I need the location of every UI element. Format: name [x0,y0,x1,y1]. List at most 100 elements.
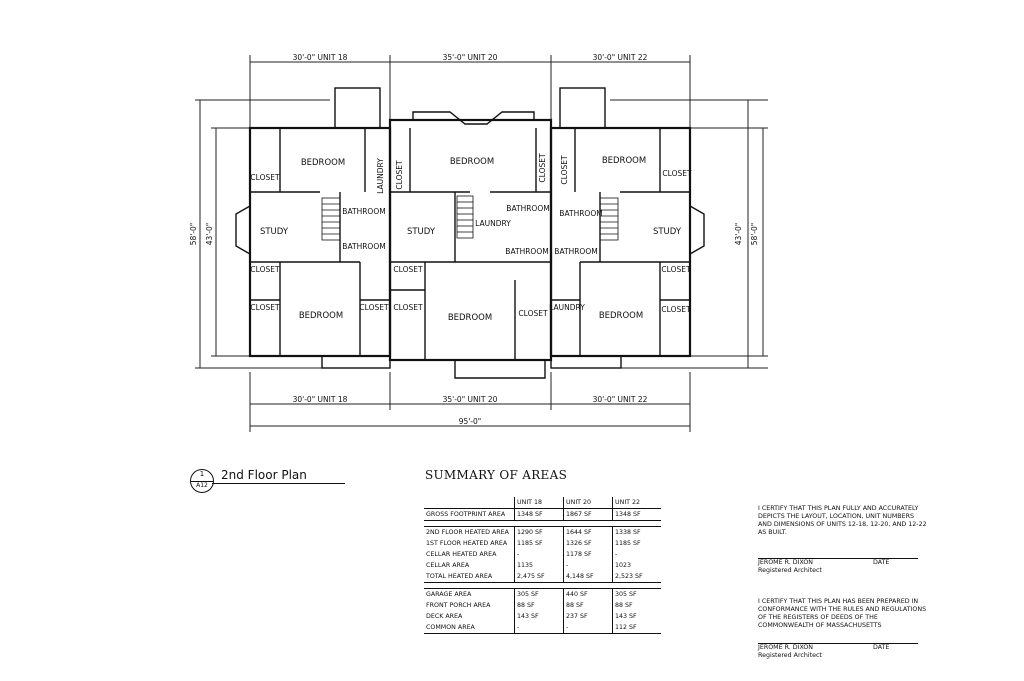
room-label-laundry: LAUNDRY [376,158,385,194]
summary-cell: 305 SF [514,588,564,600]
summary-cell: 1326 SF [563,538,613,549]
architect-name: JEROME R. DIXON [758,644,814,651]
summary-row: CELLAR HEATED AREA-1178 SF- [424,549,661,560]
room-label-laundry: LAUNDRY [475,219,511,228]
summary-cell: - [563,622,613,634]
summary-row-label: GARAGE AREA [424,588,515,600]
summary-row-label: 1ST FLOOR HEATED AREA [426,540,508,547]
summary-cell: 1867 SF [563,508,613,521]
dim-bottom-unit-22: 30'-0" UNIT 22 [593,395,648,404]
room-label-study: STUDY [260,227,289,237]
room-label-closet: CLOSET [518,309,548,318]
summary-cell: 1185 SF [514,538,564,549]
summary-cell: 1185 SF [612,538,661,549]
certification-text-1: I CERTIFY THAT THIS PLAN FULLY AND ACCUR… [758,505,927,536]
room-label-laundry: LAUNDRY [549,303,585,312]
summary-title: SUMMARY OF AREAS [425,468,568,482]
floor-plan-drawing: 30'-0" UNIT 18 35'-0" UNIT 20 30'-0" UNI… [189,53,768,432]
drawing-title-block: 1 A12 2nd Floor Plan [190,465,350,495]
summary-row: CELLAR AREA 1135-1023 [424,560,661,571]
dim-bottom-unit-20: 35'-0" UNIT 20 [443,395,498,404]
room-label-bathroom: BATHROOM [506,204,549,213]
room-label-closet: CLOSET [359,303,389,312]
summary-cell: 2,523 SF [612,571,661,583]
summary-cell: 305 SF [612,588,661,600]
summary-row-label: TOTAL HEATED AREA [424,571,515,583]
summary-cell: 237 SF [563,611,613,622]
dim-left-43: 43'-0" [205,223,214,246]
summary-cell: 1348 SF [612,508,661,521]
summary-cell: 112 SF [612,622,661,634]
summary-row: COMMON AREA--112 SF [424,622,661,634]
summary-cell: 143 SF [612,611,661,622]
summary-row-label: COMMON AREA [424,622,515,634]
room-label-closet: CLOSET [393,303,423,312]
summary-cell: 2,475 SF [514,571,564,583]
drawing-title: 2nd Floor Plan [221,468,307,482]
summary-cell: - [563,560,613,571]
summary-cell: 4,148 SF [563,571,613,583]
room-label-bathroom: BATHROOM [342,242,385,251]
dim-overall: 95'-0" [459,417,482,426]
summary-row-label: FRONT PORCH AREA [426,602,491,609]
summary-cell: 1023 [612,560,661,571]
date-label: DATE [873,559,890,566]
unit-20-outline [388,118,553,362]
summary-cell: 1290 SF [514,526,564,538]
summary-column-header: UNIT 18 [514,497,564,509]
dim-bottom-unit-18: 30'-0" UNIT 18 [293,395,348,404]
room-label-bedroom: BEDROOM [299,311,343,321]
room-label-study: STUDY [653,227,682,237]
room-label-study: STUDY [407,227,436,237]
room-label-closet: CLOSET [661,265,691,274]
room-label-closet: CLOSET [662,169,692,178]
dim-left-58: 58'-0" [189,223,198,246]
room-label-closet: CLOSET [250,303,280,312]
summary-row-label: DECK AREA [426,613,463,620]
summary-cell: - [514,549,564,560]
dim-right-58: 58'-0" [750,223,759,246]
summary-cell: 88 SF [612,600,661,611]
summary-cell: 143 SF [514,611,564,622]
sheet-number: A12 [196,482,208,489]
room-label-closet: CLOSET [560,155,569,185]
dim-right-43: 43'-0" [734,223,743,246]
room-label-closet: CLOSET [250,173,280,182]
summary-cell: 1178 SF [563,549,613,560]
room-label-bedroom: BEDROOM [448,313,492,323]
summary-cell: 1338 SF [612,526,661,538]
dim-top-unit-22: 30'-0" UNIT 22 [593,53,648,62]
summary-cell: 440 SF [563,588,613,600]
room-label-closet: CLOSET [250,265,280,274]
room-label-bedroom: BEDROOM [599,311,643,321]
summary-cell: 88 SF [563,600,613,611]
room-label-bathroom: BATHROOM [554,247,597,256]
room-label-bathroom: BATHROOM [505,247,548,256]
room-label-bedroom: BEDROOM [450,157,494,167]
summary-column-header: UNIT 22 [612,497,661,509]
room-label-bathroom: BATHROOM [559,209,602,218]
summary-cell: 1348 SF [514,508,564,521]
room-label-bedroom: BEDROOM [301,158,345,168]
detail-marker: 1 A12 [190,469,214,493]
summary-row-label: 2ND FLOOR HEATED AREA [424,526,515,538]
room-label-closet: CLOSET [393,265,423,274]
summary-cell: 88 SF [514,600,564,611]
architect-name: JEROME R. DIXON [758,559,814,566]
room-label-closet: CLOSET [395,160,404,190]
room-label-closet: CLOSET [538,153,547,183]
certification-text-2: I CERTIFY THAT THIS PLAN HAS BEEN PREPAR… [758,598,927,629]
summary-row-label: CELLAR AREA [426,562,470,569]
dim-top-unit-20: 35'-0" UNIT 20 [443,53,498,62]
dim-top-unit-18: 30'-0" UNIT 18 [293,53,348,62]
room-label-bedroom: BEDROOM [602,156,646,166]
summary-cell: 1135 [514,560,564,571]
